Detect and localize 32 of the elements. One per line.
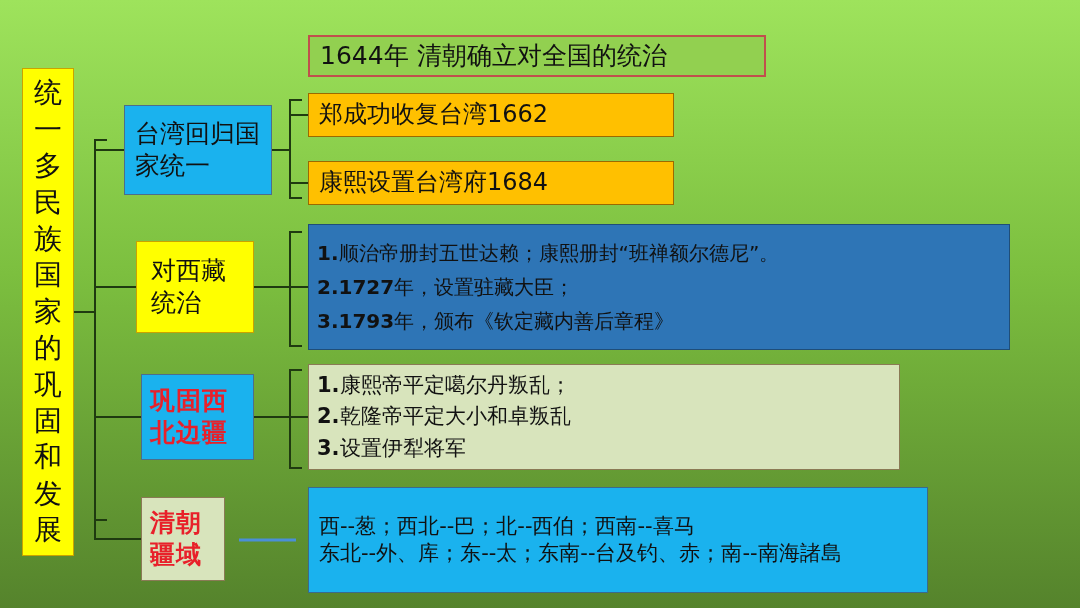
box-text: 郑成功收复台湾1662 bbox=[319, 99, 550, 131]
box-text: 3.设置伊犁将军 bbox=[317, 434, 467, 462]
box-text: 2.乾隆帝平定大小和卓叛乱 bbox=[317, 403, 572, 431]
box-text: 西--葱；西北--巴；北--西伯；西南--喜马 bbox=[319, 512, 696, 540]
category-box bbox=[124, 105, 272, 195]
bracket-connector bbox=[239, 538, 296, 542]
detail-box bbox=[308, 364, 900, 470]
bracket-connector bbox=[253, 286, 309, 288]
detail-box bbox=[308, 487, 928, 593]
vertical-heading: 统一多民族国家的巩固和发展 bbox=[34, 75, 62, 549]
event-box bbox=[308, 93, 674, 137]
topic-box bbox=[22, 68, 74, 556]
box-text: 3.1793年，颁布《钦定藏内善后章程》 bbox=[317, 308, 676, 334]
box-text: 康熙设置台湾府1684 bbox=[319, 167, 550, 199]
bracket-connector bbox=[73, 311, 142, 540]
title-box bbox=[308, 35, 766, 77]
detail-box bbox=[308, 224, 1010, 350]
box-text: 2.1727年，设置驻藏大臣； bbox=[317, 274, 576, 300]
box-text: 1.康熙帝平定噶尔丹叛乱； bbox=[317, 372, 572, 400]
box-text: 1644年 清朝确立对全国的统治 bbox=[320, 39, 668, 72]
category-box bbox=[141, 374, 254, 460]
box-text: 对西藏统治 bbox=[151, 254, 227, 319]
box-text: 1.顺治帝册封五世达赖；康熙册封“班禅额尔德尼”。 bbox=[317, 240, 781, 266]
bracket-connector bbox=[271, 149, 309, 184]
box-text: 东北--外、库；东--太；东南--台及钓、赤；南--南海諸島 bbox=[319, 540, 843, 567]
event-box bbox=[308, 161, 674, 205]
category-box bbox=[136, 241, 254, 333]
box-text: 巩固西北边疆 bbox=[150, 384, 229, 449]
category-box bbox=[141, 497, 225, 581]
bracket-connector bbox=[253, 416, 309, 418]
box-text: 清朝疆域 bbox=[150, 506, 203, 571]
box-text: 台湾回归国家统一 bbox=[135, 117, 261, 182]
